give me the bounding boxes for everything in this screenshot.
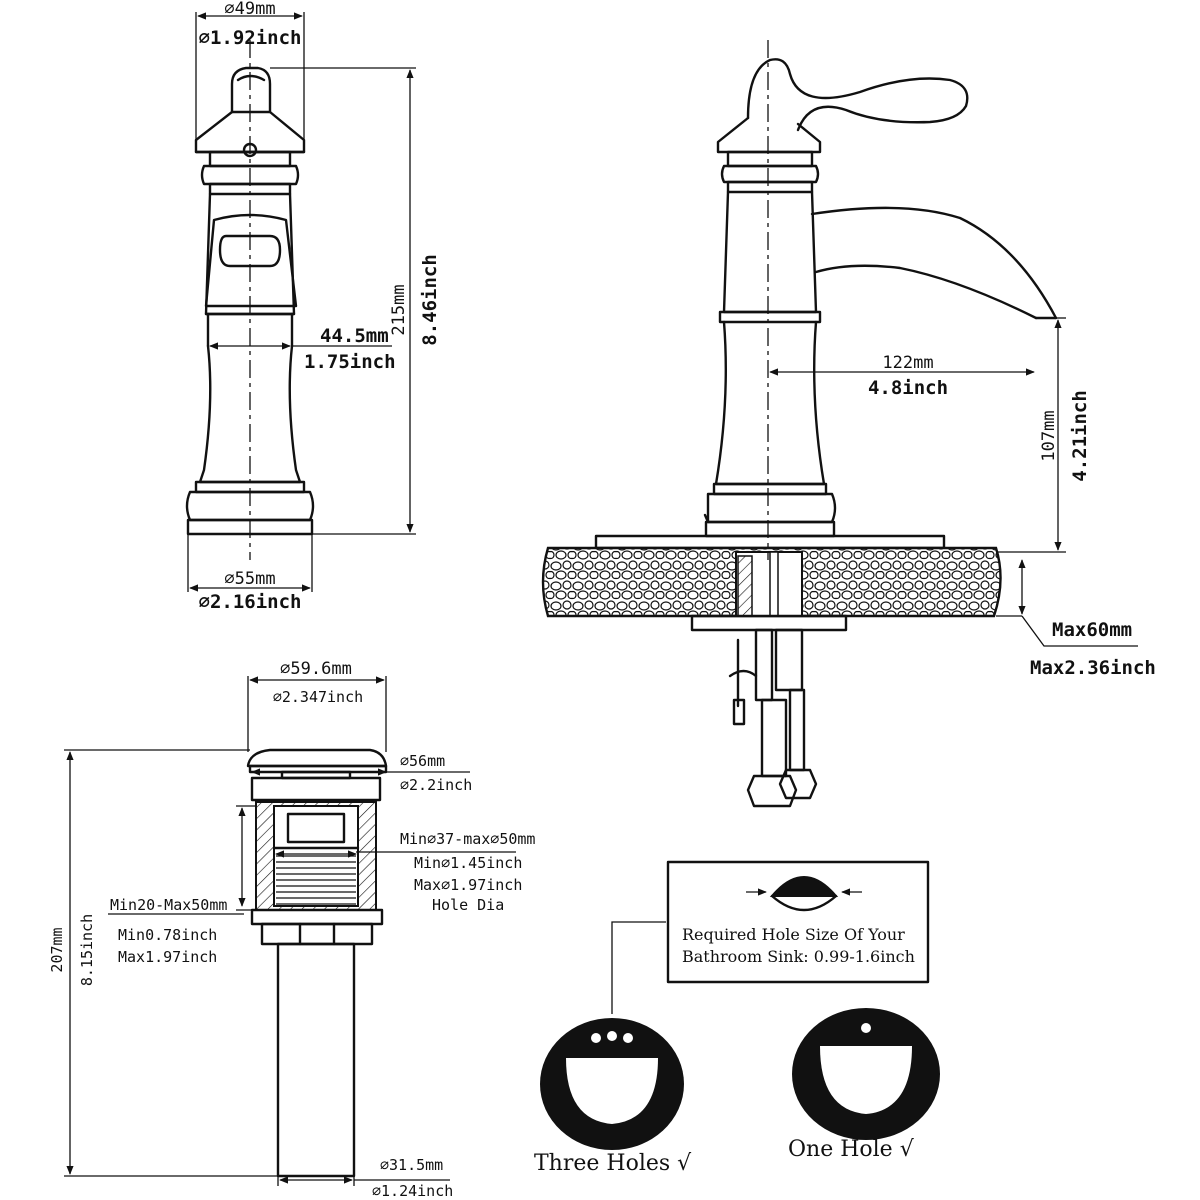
drain-thickness-mm: Min20-Max50mm xyxy=(110,896,227,914)
front-height-mm: 215mm xyxy=(389,284,409,335)
note-line-2: Bathroom Sink: 0.99-1.6inch xyxy=(682,947,915,966)
drain-hole-mm: Min⌀37-max⌀50mm xyxy=(400,830,535,848)
drain-total-inch: 8.15inch xyxy=(78,914,96,986)
deck-max-mm: Max60mm xyxy=(1052,619,1132,641)
drain-hole-max-inch: Max⌀1.97inch xyxy=(414,876,522,894)
drain-cap-dia-mm: ⌀59.6mm xyxy=(280,659,352,679)
three-holes-label: Three Holes √ xyxy=(534,1151,692,1176)
front-body-width-mm: 44.5mm xyxy=(320,325,389,347)
deck-max-inch: Max2.36inch xyxy=(1030,657,1156,679)
front-base-width-inch: ⌀2.16inch xyxy=(199,591,302,613)
spout-reach-inch: 4.8inch xyxy=(868,377,948,399)
note-line-1: Required Hole Size Of Your xyxy=(682,925,905,944)
side-view-faucet xyxy=(541,40,1058,808)
one-hole-sink: One Hole √ xyxy=(788,1008,940,1162)
drain-thickness-min-inch: Min0.78inch xyxy=(118,926,217,944)
sink-hole-icon xyxy=(769,876,839,897)
drain-cap-dia-inch: ⌀2.347inch xyxy=(273,688,363,706)
drain-tail-mm: ⌀31.5mm xyxy=(380,1156,443,1174)
spout-height-inch: 4.21inch xyxy=(1069,390,1091,482)
hole-size-note: Required Hole Size Of Your Bathroom Sink… xyxy=(611,860,930,1014)
spout-reach-mm: 122mm xyxy=(882,353,933,373)
drain-hole-min-inch: Min⌀1.45inch xyxy=(414,854,522,872)
drain-thickness-max-inch: Max1.97inch xyxy=(118,948,217,966)
spout-height-mm: 107mm xyxy=(1039,410,1059,461)
pop-up-drain xyxy=(246,748,388,1178)
drain-hole-label: Hole Dia xyxy=(432,896,504,914)
front-view-faucet xyxy=(185,40,315,560)
side-view-dimensions: 122mm 4.8inch 107mm 4.21inch Max60mm Max… xyxy=(769,317,1156,679)
drain-total-mm: 207mm xyxy=(48,927,66,972)
drain-flange-dia-inch: ⌀2.2inch xyxy=(400,776,472,794)
front-top-width-mm: ⌀49mm xyxy=(224,0,275,19)
front-base-width-mm: ⌀55mm xyxy=(224,569,275,589)
three-hole-sink: Three Holes √ xyxy=(534,1018,692,1176)
drain-tail-inch: ⌀1.24inch xyxy=(372,1182,453,1200)
drain-dimensions: ⌀59.6mm ⌀2.347inch ⌀56mm ⌀2.2inch Min⌀37… xyxy=(48,659,535,1200)
front-top-width-inch: ⌀1.92inch xyxy=(199,27,302,49)
one-hole-label: One Hole √ xyxy=(788,1137,915,1162)
front-height-inch: 8.46inch xyxy=(419,254,441,346)
front-body-width-inch: 1.75inch xyxy=(304,351,396,373)
front-view-dimensions: ⌀49mm ⌀1.92inch 215mm 8.46inch 44.5mm 1.… xyxy=(187,0,441,613)
drain-flange-dia-mm: ⌀56mm xyxy=(400,752,445,770)
